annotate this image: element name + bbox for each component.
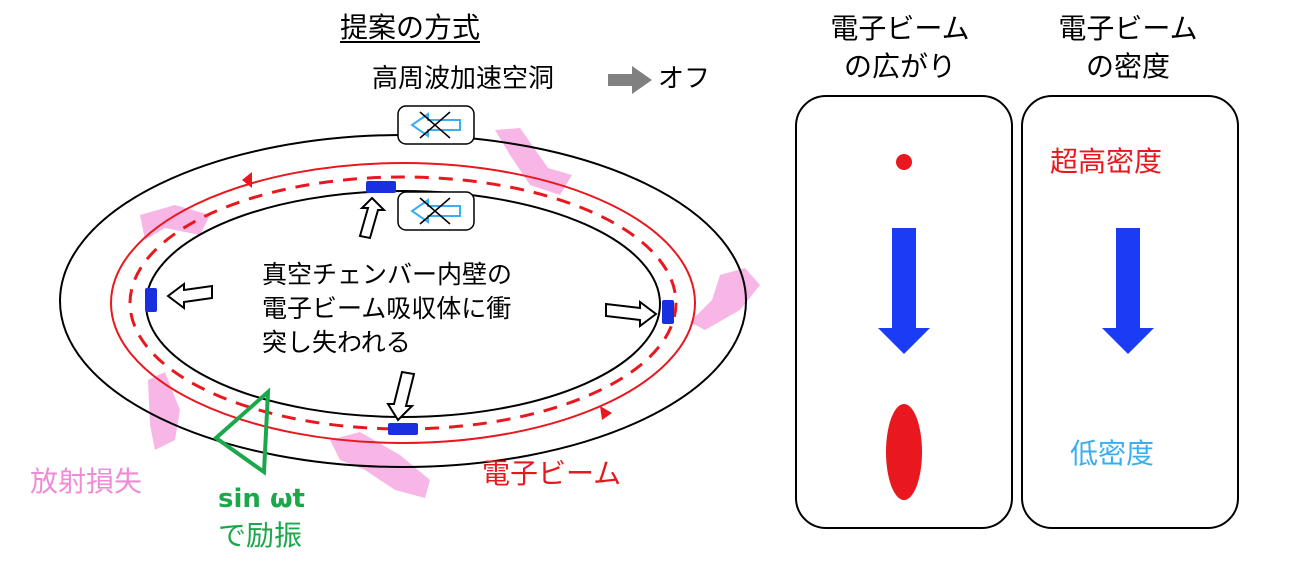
excitation-label: で励振 [218, 519, 303, 552]
rf-cavity-bottom [397, 191, 475, 231]
high-density-label: 超高密度 [1050, 145, 1163, 178]
beam-direction-arrow-bottom [600, 406, 612, 420]
spread-down-arrow [878, 228, 930, 354]
arrow-to-left-absorber [166, 282, 213, 310]
rf-off-arrow [608, 66, 652, 94]
spread-heading-line2: の広がり [843, 50, 956, 83]
loss-mark-bottom-left [148, 372, 180, 450]
page-title: 提案の方式 [340, 11, 481, 44]
excitation-formula: sin ωt [218, 484, 305, 514]
beam-direction-arrow-top [242, 172, 252, 188]
absorber-arrows [166, 196, 658, 422]
rf-cavity-top [397, 105, 475, 145]
absorber-left [145, 288, 157, 312]
density-heading-line2: の密度 [1085, 50, 1170, 83]
beam-note-line1: 真空チェンバー内壁の [262, 260, 513, 289]
absorber-right [662, 300, 674, 324]
rf-cavity-state: オフ [658, 64, 711, 94]
density-down-arrow [1102, 228, 1154, 354]
radiation-loss-label: 放射損失 [30, 465, 143, 498]
loss-mark-bottom [330, 432, 430, 498]
beam-orbit-solid [110, 162, 696, 444]
loss-mark-right [690, 268, 760, 330]
arrow-to-top-absorber [358, 196, 387, 240]
beam-absorbers [145, 181, 674, 435]
low-density-label: 低密度 [1070, 437, 1155, 470]
spread-heading-line1: 電子ビーム [830, 12, 970, 45]
radiation-loss-marks [140, 128, 760, 498]
beam-ellipse-large [886, 404, 922, 500]
density-heading-line1: 電子ビーム [1058, 12, 1198, 45]
arrow-to-right-absorber [605, 300, 658, 328]
loss-mark-left [140, 205, 210, 240]
absorber-top [366, 181, 396, 193]
electron-beam-label: 電子ビーム [482, 457, 622, 490]
beam-note-line2: 電子ビーム吸収体に衝 [262, 294, 512, 323]
absorber-bottom [388, 423, 418, 435]
arrow-to-bottom-absorber [386, 370, 416, 422]
rf-cavity-label: 高周波加速空洞 [372, 64, 555, 94]
excitation-triangle [212, 387, 271, 476]
beam-note-line3: 突し失われる [262, 328, 411, 357]
beam-dot-small [896, 154, 912, 170]
